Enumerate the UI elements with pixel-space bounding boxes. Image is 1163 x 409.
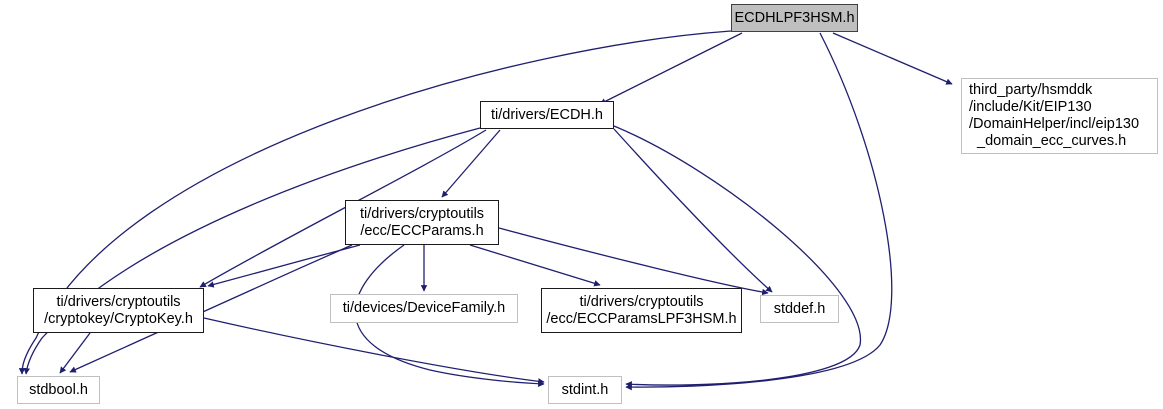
edge-cryptokey-to-stdbool <box>59 332 91 374</box>
node-stdint[interactable]: stdint.h <box>548 376 622 404</box>
node-devicefamily-label-line-0: ti/devices/DeviceFamily.h <box>342 300 506 316</box>
node-cryptokey-label-line-0: ti/drivers/cryptoutils <box>56 293 181 310</box>
edge-ti-drivers-ecdh-to-stdbool <box>23 127 481 375</box>
node-third-party-hsmddk[interactable]: third_party/hsmddk/include/Kit/EIP130/Do… <box>961 78 1158 154</box>
node-eccparamslpf3hsm-label-line-1: /ecc/ECCParamsLPF3HSM.h <box>546 310 737 327</box>
node-third-party-hsmddk-label-line-2: /DomainHelper/incl/eip130 <box>969 116 1140 132</box>
edge-ti-drivers-ecdh-to-stddef <box>613 128 773 293</box>
node-cryptokey-label-line-1: /cryptokey/CryptoKey.h <box>44 310 193 327</box>
node-devicefamily[interactable]: ti/devices/DeviceFamily.h <box>330 294 518 323</box>
node-eccparams-label-line-1: /ecc/ECCParams.h <box>360 222 484 239</box>
edge-eccparams-to-stdint <box>354 244 545 388</box>
node-third-party-hsmddk-label-line-3: _domain_ecc_curves.h <box>969 133 1127 149</box>
node-cryptokey[interactable]: ti/drivers/cryptoutils/cryptokey/CryptoK… <box>33 288 204 333</box>
edge-ecdhlpf3hsm-to-ti-drivers-ecdh <box>599 32 743 105</box>
edge-eccparams-to-stddef <box>498 227 769 296</box>
node-stdbool-label-line-0: stdbool.h <box>29 381 88 398</box>
edge-cryptokey-to-stdint <box>203 317 545 385</box>
edge-eccparams-to-eccparamslpf3hsm <box>469 244 601 287</box>
node-stddef[interactable]: stddef.h <box>760 295 839 323</box>
edge-ti-drivers-ecdh-to-stdint <box>613 125 861 388</box>
node-stddef-label-line-0: stddef.h <box>773 300 826 317</box>
edge-ecdhlpf3hsm-to-stdint <box>625 32 893 391</box>
node-ecdhlpf3hsm-label-line-0: ECDHLPF3HSM.h <box>734 9 855 26</box>
node-stdbool[interactable]: stdbool.h <box>17 376 100 404</box>
node-ti-drivers-ecdh[interactable]: ti/drivers/ECDH.h <box>480 101 614 129</box>
node-eccparams-label-line-0: ti/drivers/cryptoutils <box>359 205 485 222</box>
node-ti-drivers-ecdh-label-line-0: ti/drivers/ECDH.h <box>491 106 603 123</box>
edge-ti-drivers-ecdh-to-eccparams <box>441 129 501 198</box>
node-ecdhlpf3hsm[interactable]: ECDHLPF3HSM.h <box>731 4 858 32</box>
edge-ecdhlpf3hsm-to-third-party-hsmddk <box>832 32 953 85</box>
edge-ecdhlpf3hsm-to-stdbool <box>18 30 732 375</box>
node-eccparamslpf3hsm[interactable]: ti/drivers/cryptoutils/ecc/ECCParamsLPF3… <box>541 288 742 333</box>
node-stdint-label-line-0: stdint.h <box>561 381 609 398</box>
node-eccparamslpf3hsm-label-line-0: ti/drivers/cryptoutils <box>579 293 704 310</box>
node-third-party-hsmddk-label-line-0: third_party/hsmddk <box>969 82 1093 98</box>
node-eccparams[interactable]: ti/drivers/cryptoutils/ecc/ECCParams.h <box>345 200 499 245</box>
node-third-party-hsmddk-label-line-1: /include/Kit/EIP130 <box>969 99 1092 115</box>
